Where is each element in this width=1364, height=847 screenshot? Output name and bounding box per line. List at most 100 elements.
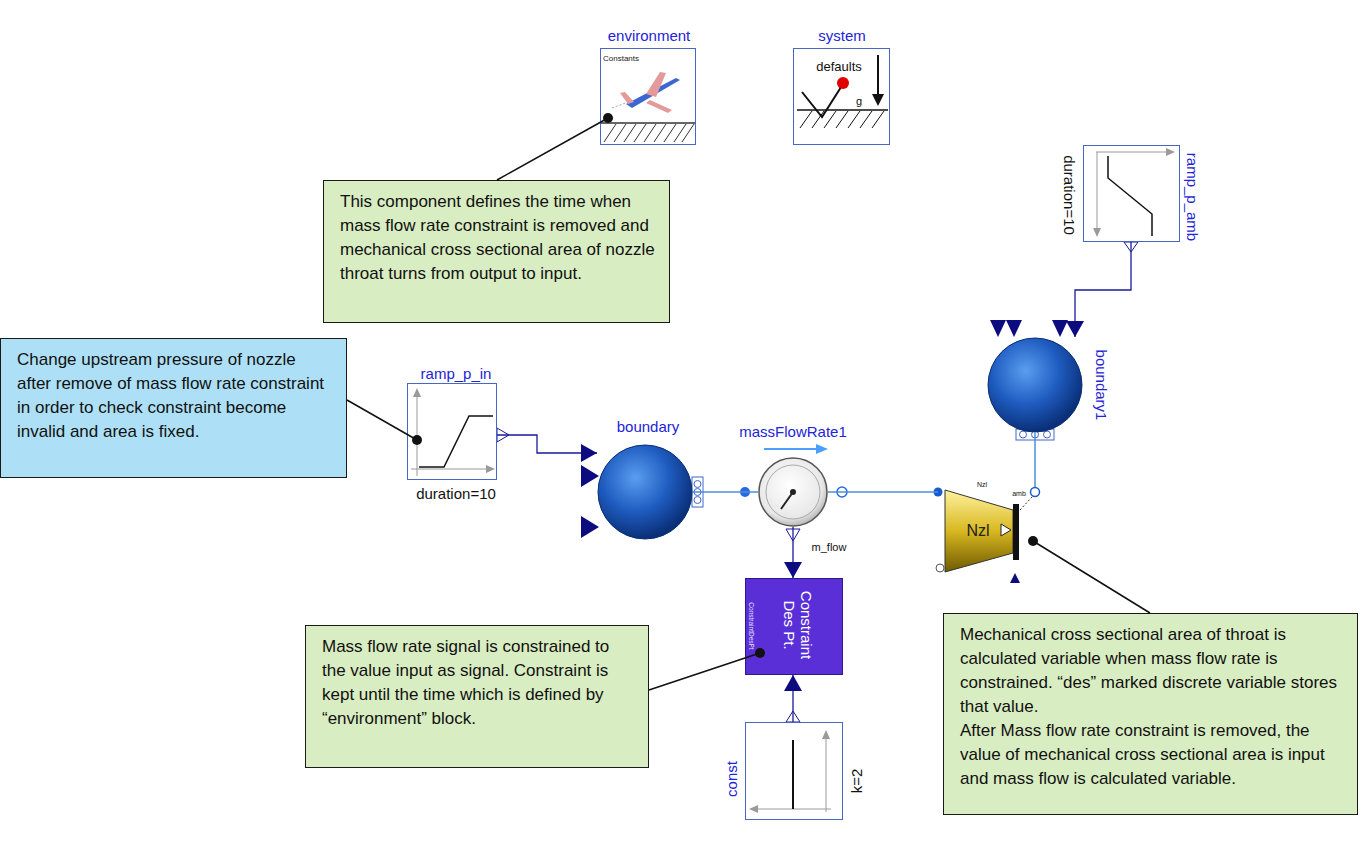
ramp-icon xyxy=(413,388,421,397)
system-icon xyxy=(800,111,812,128)
area-input xyxy=(1010,573,1020,583)
signal-wire xyxy=(1066,242,1131,337)
nozzle-block-shape xyxy=(938,487,1045,580)
gauge-circle xyxy=(759,458,827,526)
mass-flow-sensor-shape xyxy=(758,457,828,527)
mass-flow-sensor: massFlowRate1m_flow xyxy=(758,457,828,527)
leader-dot xyxy=(412,435,422,445)
system-icon xyxy=(802,84,843,117)
boundary-circle xyxy=(988,338,1082,432)
component-name: massFlowRate1 xyxy=(739,423,847,440)
ramp-icon xyxy=(1124,242,1138,252)
fluid-pipe xyxy=(1035,433,1036,487)
nozzle-throat xyxy=(1013,504,1019,560)
system-icon xyxy=(837,77,849,89)
gauge-dial xyxy=(766,465,820,519)
arrow-head xyxy=(784,675,802,691)
ramp-icon xyxy=(1166,148,1175,156)
boundary-sink: boundary1 xyxy=(987,337,1083,433)
component-text: Nzl xyxy=(977,481,987,489)
signal-wire xyxy=(1075,242,1131,337)
sensor-ports xyxy=(764,448,818,450)
const-icon xyxy=(749,711,831,813)
environment-icon xyxy=(644,124,656,142)
fluid-pipe xyxy=(693,492,758,493)
component-name: boundary xyxy=(617,418,680,435)
ramp-block: ramp_p_induration=10 xyxy=(407,383,497,480)
leader-dot xyxy=(603,113,613,123)
system-icon xyxy=(812,111,824,128)
component-text: Constants xyxy=(603,54,639,63)
boundary-source-shape xyxy=(597,444,693,540)
component-name: ramp_p_amb xyxy=(1183,153,1200,241)
boundary-ports xyxy=(694,489,701,496)
leader-line xyxy=(497,118,608,180)
nozzle-body xyxy=(945,490,1013,572)
sensor-ports xyxy=(740,444,847,541)
component-text: ConstraintDesPt xyxy=(747,602,754,649)
component-name: const xyxy=(723,761,740,797)
boundary-ports xyxy=(1044,431,1051,438)
boundary-circle xyxy=(598,445,692,539)
arrow-head xyxy=(1066,321,1084,337)
environment-icon xyxy=(634,124,646,142)
gauge-needle xyxy=(781,492,793,509)
constraint-block: Constraint Des Pt.ConstraintDesPt xyxy=(745,578,843,675)
ramp-icon xyxy=(1093,228,1101,237)
leader-line xyxy=(649,653,760,690)
fluid-pipe xyxy=(1034,433,1036,487)
leader-line xyxy=(1028,536,1150,613)
inlet-port xyxy=(934,488,943,497)
boundary-source: boundary xyxy=(597,444,693,540)
signal-wire xyxy=(792,527,793,578)
signal-wire xyxy=(784,675,802,722)
boundary-ports xyxy=(990,320,1006,337)
system-icon xyxy=(872,94,884,106)
note-text: Mass flow rate signal is constrained to … xyxy=(322,635,634,731)
component-text: m_flow xyxy=(812,541,847,554)
gauge-pivot xyxy=(790,489,796,495)
system-icon xyxy=(848,111,860,128)
system-icon xyxy=(877,55,879,96)
ramp-icon xyxy=(497,428,509,442)
leader-dot xyxy=(1028,536,1038,546)
const-icon xyxy=(822,730,830,739)
note-box: Change upstream pressure of nozzle after… xyxy=(0,338,347,478)
const-icon xyxy=(757,809,831,810)
note-text: This component defines the time when mas… xyxy=(340,190,655,286)
const-icon xyxy=(792,740,794,809)
environment-icon xyxy=(604,124,616,142)
environment-icon xyxy=(674,124,686,142)
arrow-head xyxy=(581,444,597,462)
component-text: g xyxy=(856,95,862,108)
ramp-block: ramp_p_ambduration=10 xyxy=(1083,145,1180,242)
environment-icon xyxy=(624,124,636,142)
const-icon xyxy=(826,738,827,812)
component-text: amb xyxy=(1012,490,1026,498)
boundary-ports xyxy=(1020,431,1027,438)
boundary-ports xyxy=(694,497,701,504)
leader-line xyxy=(347,400,422,445)
component-text: Nzl xyxy=(966,522,989,540)
const-icon xyxy=(786,711,800,722)
environment-icon xyxy=(646,72,666,97)
signal-wire xyxy=(784,527,802,578)
component-name: environment xyxy=(608,27,691,44)
ambient-link xyxy=(1020,497,1032,510)
note-box: Mass flow rate signal is constrained to … xyxy=(305,625,649,768)
component-text: duration=10 xyxy=(1060,155,1077,235)
system-icon xyxy=(797,109,888,111)
component-name: system xyxy=(818,27,866,44)
boundary-ports xyxy=(692,477,703,507)
environment-icon xyxy=(600,72,696,142)
boundary-ports xyxy=(581,516,599,538)
const-block: constk=2 xyxy=(745,722,843,820)
environment-icon xyxy=(600,122,696,124)
component-name: boundary1 xyxy=(1092,350,1109,421)
sensor-ports xyxy=(837,487,847,497)
ramp-icon xyxy=(486,465,495,473)
ramp-icon xyxy=(419,416,493,467)
fluid-pipe xyxy=(693,491,758,493)
environment-icon xyxy=(646,100,672,113)
